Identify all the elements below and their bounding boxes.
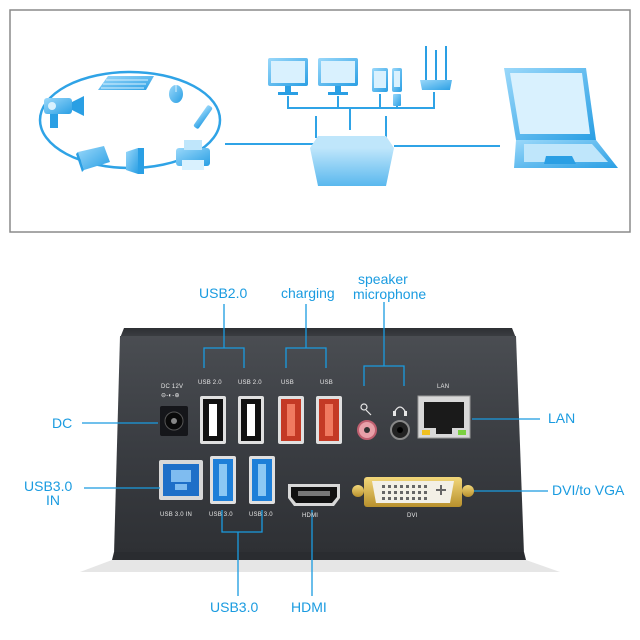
usb30-in-callout: USB3.0 [24,478,73,494]
dvi-vga-callout: DVI/to VGA [552,482,625,498]
usb-charging-label: USB [281,380,294,386]
keyboard-icon [98,76,154,90]
lan-label: LAN [437,384,450,390]
pen-icon [193,105,213,129]
microphone-jack [357,420,377,440]
usb20-port [200,396,226,444]
scanner-icon [76,146,110,172]
device-top-face [120,328,516,338]
mouse-icon [169,85,183,103]
usb-charging-label: USB [320,380,333,386]
headphone-icon [393,406,407,416]
usb-charging-port [278,396,304,444]
hdmi-callout: HDMI [291,599,327,615]
camera-icon [44,96,84,128]
usb30-label: USB 3.0 [249,512,273,518]
usb20-port [238,396,264,444]
callout-lines [82,302,548,596]
speaker-callout: speaker [358,271,408,287]
tablet-icon [372,68,388,92]
printer-icon [176,140,210,170]
dc-polarity-label: ⊖-◐-⊕ [161,393,180,399]
usb30-in-callout-line2: IN [46,492,60,508]
usb30-in-label: USB 3.0 IN [160,512,193,518]
dvi-port [352,477,474,507]
monitor-icon [268,58,308,95]
hdmi-port [288,484,340,506]
device-shadow [80,560,560,572]
usb30-port [210,456,236,504]
usb30-label: USB 3.0 [209,512,233,518]
microphone-icon [360,403,372,416]
dc-label: DC 12V [161,384,184,390]
usb30-port [249,456,275,504]
dc-callout: DC [52,415,73,431]
hub-icon [310,136,394,186]
usb20-label: USB 2.0 [238,380,262,386]
monitor-icon [318,58,358,95]
microphone-callout: microphone [353,286,427,302]
usb20-callout: USB2.0 [199,285,248,301]
usb30-in-port [159,460,203,500]
lan-port [417,395,471,439]
router-icon [420,46,452,90]
speaker-icon [126,148,144,174]
laptop-icon [504,68,618,168]
usb30-callout: USB3.0 [210,599,259,615]
device-body [114,336,524,554]
hdmi-label: HDMI [302,513,319,519]
device-base [112,552,526,560]
usb20-label: USB 2.0 [198,380,222,386]
phone-icon [393,94,401,106]
headphone-jack [390,420,410,440]
phone-icon [392,68,402,92]
usb-charging-port [316,396,342,444]
charging-callout: charging [281,285,335,301]
dc-jack [160,406,188,436]
dvi-label: DVI [407,513,418,519]
lan-callout: LAN [548,410,576,426]
